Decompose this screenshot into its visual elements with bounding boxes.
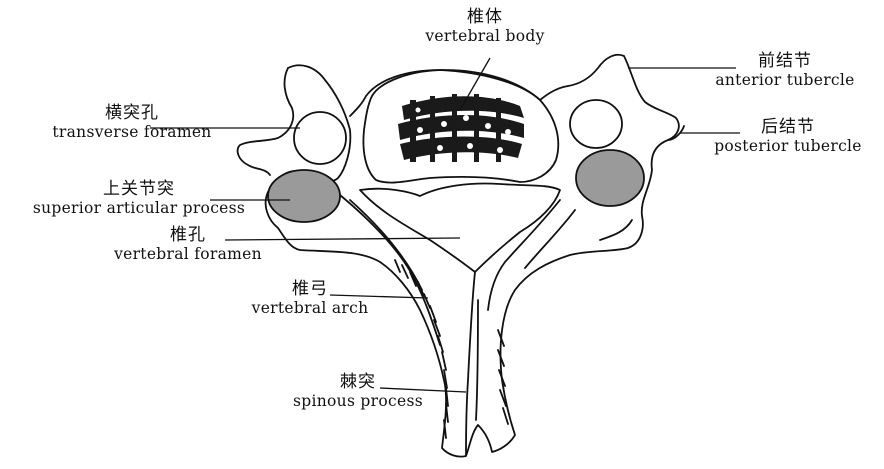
label-vertebral-body-zh: 椎体 [405, 8, 565, 28]
right-transverse-foramen [570, 100, 622, 148]
right-superior-articular-facet [576, 150, 644, 206]
label-vertebral-arch-zh: 椎弓 [230, 280, 390, 300]
label-anterior-tubercle-zh: 前结节 [690, 52, 880, 72]
label-vertebral-foramen: 椎孔 vertebral foramen [88, 226, 288, 263]
label-posterior-tubercle: 后结节 posterior tubercle [692, 118, 884, 155]
label-posterior-tubercle-en: posterior tubercle [692, 138, 884, 156]
label-superior-articular-process-en: superior articular process [4, 200, 274, 218]
label-anterior-tubercle-en: anterior tubercle [690, 72, 880, 90]
label-vertebral-arch-en: vertebral arch [230, 300, 390, 318]
vertebral-foramen-outline [360, 184, 560, 273]
label-vertebral-body: 椎体 vertebral body [405, 8, 565, 45]
label-superior-articular-process: 上关节突 superior articular process [4, 180, 274, 217]
label-spinous-process: 棘突 spinous process [268, 373, 448, 410]
label-transverse-foramen-en: transverse foramen [22, 124, 242, 142]
label-vertebral-body-en: vertebral body [405, 28, 565, 46]
label-transverse-foramen-zh: 横突孔 [22, 104, 242, 124]
label-anterior-tubercle: 前结节 anterior tubercle [690, 52, 880, 89]
left-superior-articular-facet [268, 170, 340, 222]
label-spinous-process-en: spinous process [268, 393, 448, 411]
label-vertebral-foramen-zh: 椎孔 [88, 226, 288, 246]
label-superior-articular-process-zh: 上关节突 [4, 180, 274, 200]
label-vertebral-arch: 椎弓 vertebral arch [230, 280, 390, 317]
label-posterior-tubercle-zh: 后结节 [692, 118, 884, 138]
left-transverse-foramen [294, 112, 346, 164]
cancellous-bone-pattern [398, 94, 524, 162]
label-transverse-foramen: 横突孔 transverse foramen [22, 104, 242, 141]
label-spinous-process-zh: 棘突 [268, 373, 448, 393]
label-vertebral-foramen-en: vertebral foramen [88, 246, 288, 264]
